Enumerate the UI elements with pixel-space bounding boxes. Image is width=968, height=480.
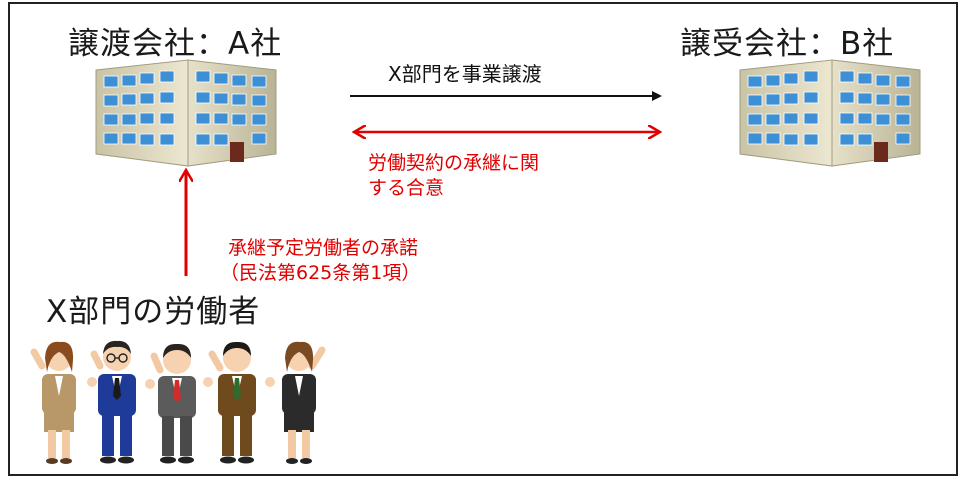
transferee-title: 譲受会社：B社 [680,26,895,62]
worker-consent-label-line1: 承継予定労働者の承諾 [228,237,419,259]
worker-2-icon [90,340,136,464]
business-transfer-label: X部門を事業譲渡 [388,62,542,86]
worker-3-icon [150,343,196,464]
worker-4-icon [208,341,256,464]
labor-agreement-label-line1: 労働契約の承継に関 [368,152,540,174]
workers-title: X部門の労働者 [46,294,261,330]
building-b-icon [739,59,921,167]
labor-agreement-label-line2: する合意 [368,177,445,199]
building-a-icon [95,59,277,167]
workers-group-icon [30,340,326,464]
worker-consent-label-line2: （民法第625条第1項） [220,262,421,284]
transferor-title: 譲渡会社：A社 [68,26,283,62]
worker-1-icon [30,341,76,464]
worker-5-icon [282,341,326,464]
